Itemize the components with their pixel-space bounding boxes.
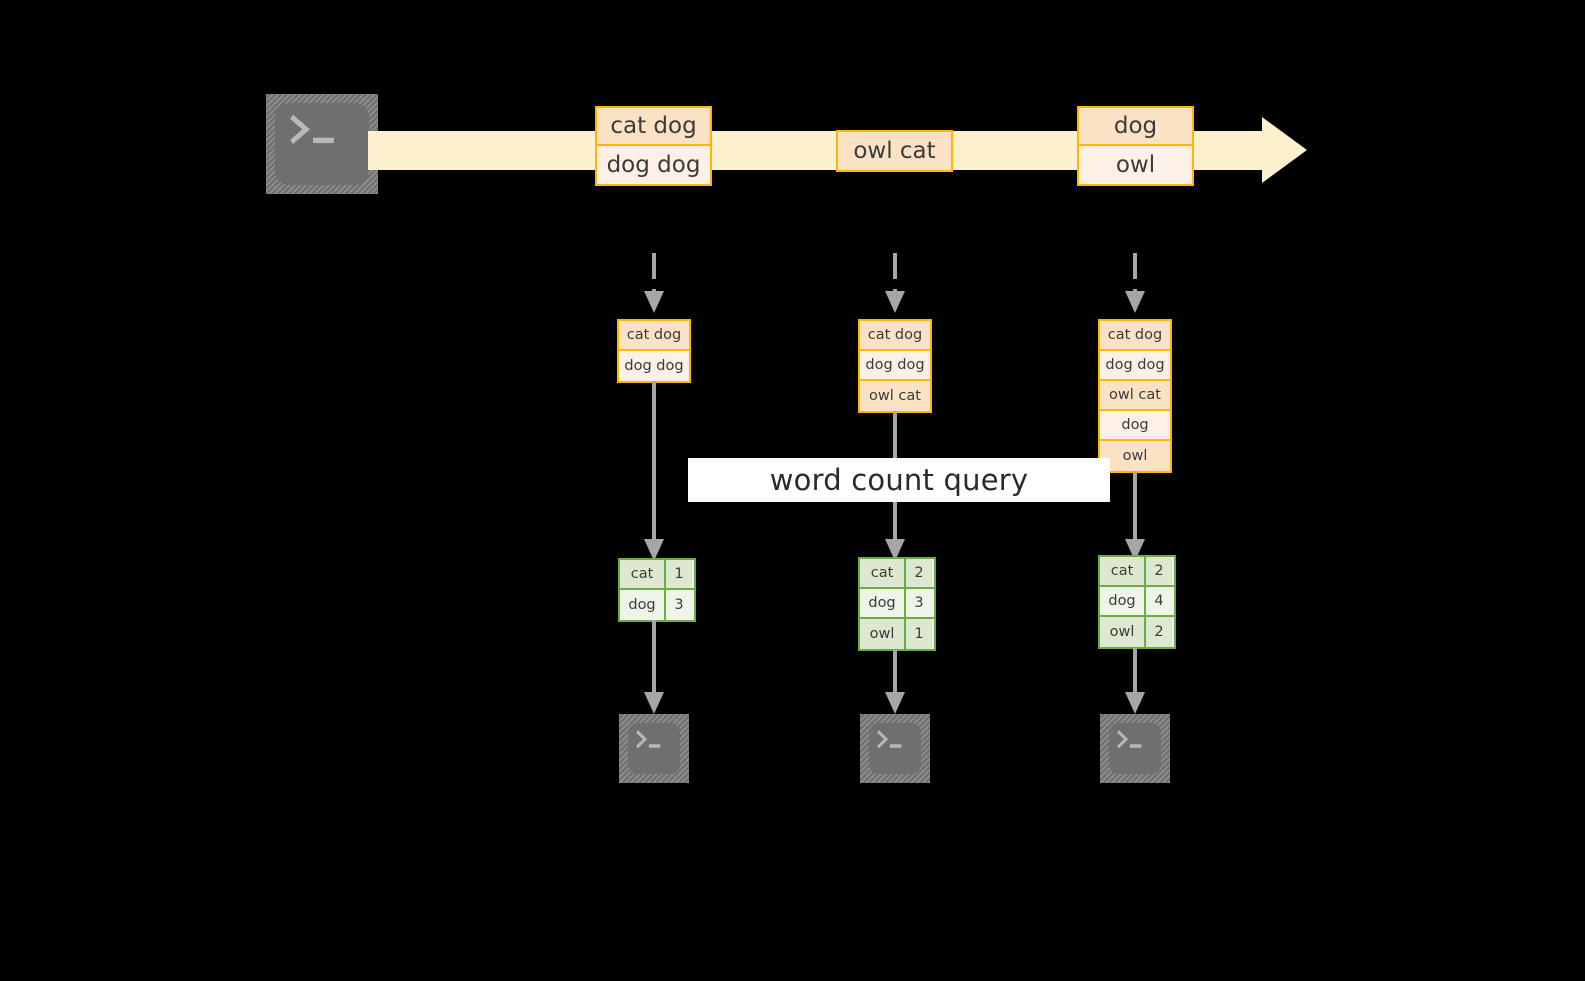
sink-arrow-2 — [883, 650, 907, 716]
sink-arrow-3 — [1123, 648, 1147, 716]
query-arrow-3 — [1123, 471, 1147, 563]
stream-message-line: dog dog — [597, 146, 710, 184]
result-count: 3 — [906, 589, 932, 617]
sink-arrow-1 — [642, 620, 666, 716]
stream-message-2[interactable]: owl cat — [836, 130, 953, 172]
snapshot-input-line: owl — [1100, 441, 1170, 471]
table-row: dog 4 — [1100, 587, 1174, 617]
result-word: owl — [1100, 617, 1146, 647]
snapshot-2-input-stack[interactable]: cat dog dog dog owl cat — [858, 319, 932, 413]
terminal-screen — [1109, 723, 1161, 774]
snapshot-input-line: dog dog — [1100, 351, 1170, 381]
table-row: dog 3 — [860, 589, 934, 619]
result-count: 4 — [1146, 587, 1172, 615]
snapshot-input-line: cat dog — [860, 321, 930, 351]
terminal-prompt-glyph — [1117, 730, 1142, 749]
snapshot-input-line: dog — [1100, 411, 1170, 441]
result-word: dog — [1100, 587, 1146, 615]
snapshot-2-result-table[interactable]: cat 2 dog 3 owl 1 — [858, 557, 936, 651]
terminal-screen — [869, 723, 921, 774]
query-arrow-1 — [642, 381, 666, 563]
stream-message-line: owl cat — [838, 132, 951, 170]
table-row: owl 1 — [860, 619, 934, 649]
result-word: cat — [860, 559, 906, 587]
table-row: cat 2 — [1100, 557, 1174, 587]
result-count: 1 — [906, 619, 932, 649]
stream-message-line: dog — [1079, 108, 1192, 146]
snapshot-input-line: cat dog — [619, 321, 689, 351]
snapshot-3-input-stack[interactable]: cat dog dog dog owl cat dog owl — [1098, 319, 1172, 473]
stream-message-line: owl — [1079, 146, 1192, 184]
terminal-prompt-glyph — [290, 114, 335, 144]
terminal-screen — [275, 103, 369, 185]
result-word: owl — [860, 619, 906, 649]
snapshot-1-input-stack[interactable]: cat dog dog dog — [617, 319, 691, 383]
result-count: 3 — [666, 590, 692, 620]
snapshot-3-result-table[interactable]: cat 2 dog 4 owl 2 — [1098, 555, 1176, 649]
stream-arrowhead-icon — [1262, 117, 1307, 183]
table-row: owl 2 — [1100, 617, 1174, 647]
result-word: dog — [860, 589, 906, 617]
dashed-arrow-3 — [1123, 253, 1147, 315]
dashed-arrow-2 — [883, 253, 907, 315]
query-label: word count query — [769, 463, 1029, 497]
result-count: 2 — [906, 559, 932, 587]
snapshot-2-sink-terminal-icon[interactable] — [860, 714, 930, 783]
snapshot-input-line: owl cat — [1100, 381, 1170, 411]
word-count-query-band: word count query — [688, 458, 1110, 502]
snapshot-input-line: dog dog — [860, 351, 930, 381]
terminal-screen — [628, 723, 680, 774]
stream-message-3[interactable]: dog owl — [1077, 106, 1194, 186]
terminal-prompt-glyph — [877, 730, 902, 749]
result-word: dog — [620, 590, 666, 620]
result-count: 2 — [1146, 557, 1172, 585]
result-word: cat — [1100, 557, 1146, 585]
stream-message-1[interactable]: cat dog dog dog — [595, 106, 712, 186]
dashed-arrow-1 — [642, 253, 666, 315]
snapshot-input-line: dog dog — [619, 351, 689, 381]
result-count: 1 — [666, 560, 692, 588]
result-word: cat — [620, 560, 666, 588]
snapshot-input-line: cat dog — [1100, 321, 1170, 351]
table-row: cat 2 — [860, 559, 934, 589]
snapshot-1-sink-terminal-icon[interactable] — [619, 714, 689, 783]
snapshot-1-result-table[interactable]: cat 1 dog 3 — [618, 558, 696, 622]
table-row: cat 1 — [620, 560, 694, 590]
snapshot-3-sink-terminal-icon[interactable] — [1100, 714, 1170, 783]
source-terminal-icon[interactable] — [266, 94, 378, 194]
result-count: 2 — [1146, 617, 1172, 647]
table-row: dog 3 — [620, 590, 694, 620]
snapshot-input-line: owl cat — [860, 381, 930, 411]
terminal-prompt-glyph — [636, 730, 661, 749]
stream-message-line: cat dog — [597, 108, 710, 146]
